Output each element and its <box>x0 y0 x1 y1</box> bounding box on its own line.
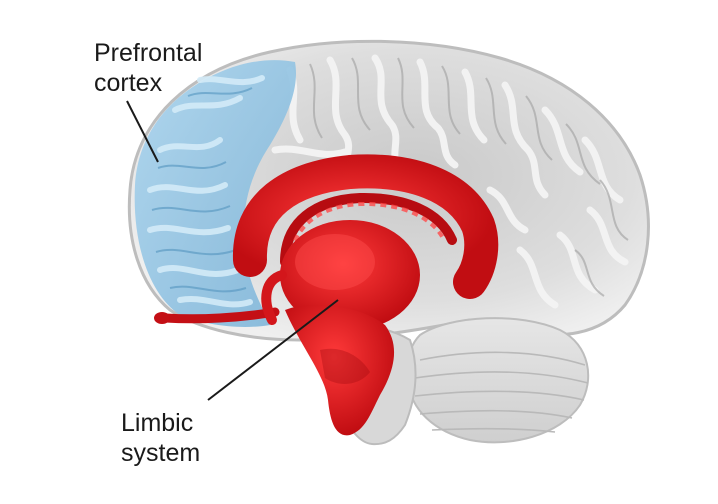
prefrontal-region <box>134 60 296 327</box>
prefrontal-cortex-label: Prefrontal cortex <box>94 39 203 97</box>
cerebellum <box>406 317 590 444</box>
limbic-region <box>154 154 499 436</box>
prefrontal-leader-line <box>126 100 159 163</box>
prefrontal-grooves <box>151 87 253 293</box>
cerebellum-folia <box>414 351 589 433</box>
limbic-system-label: Limbic system <box>121 409 201 467</box>
prefrontal-folds <box>147 75 265 308</box>
limbic-leader-line <box>207 299 339 401</box>
cortex-grooves <box>309 57 629 297</box>
